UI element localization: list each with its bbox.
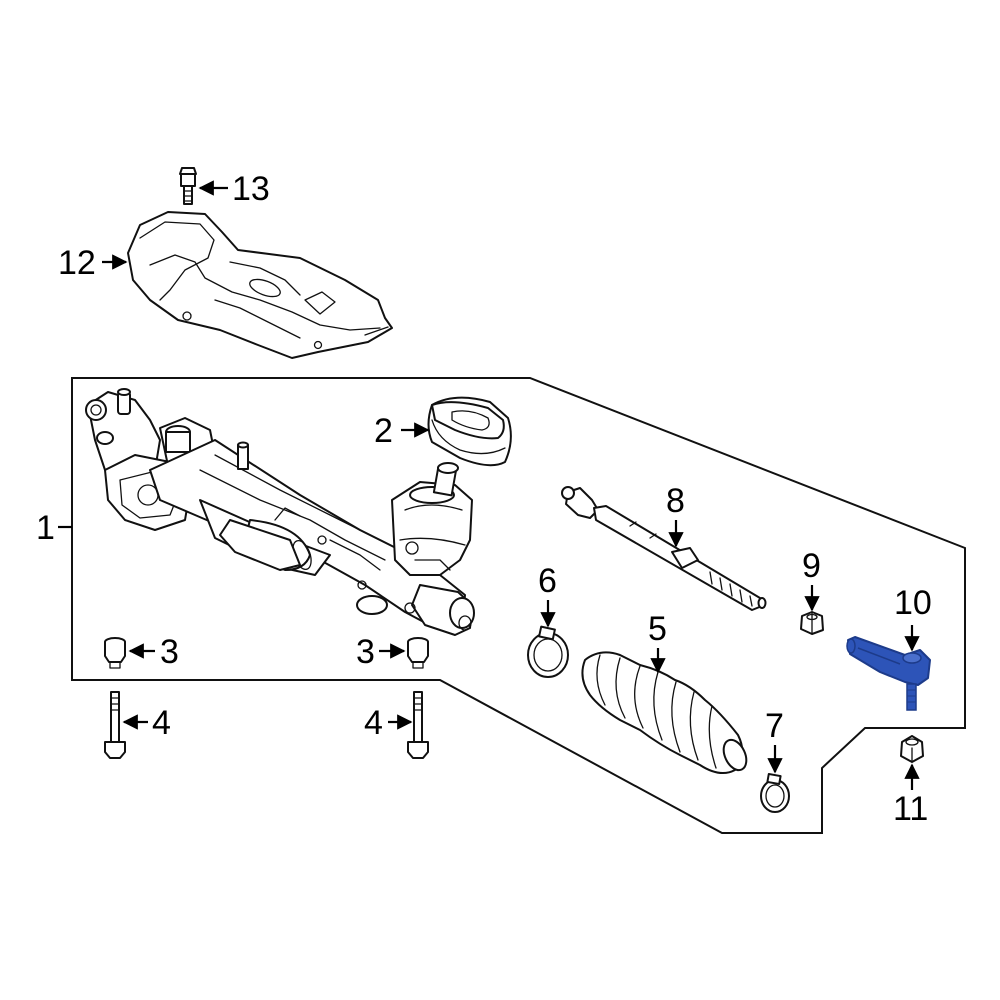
callout-labels: 13 12 1 2 3 3 4 4 8 6 5 9 10 7 11 <box>36 170 932 828</box>
inner-tie-rod[interactable] <box>561 486 767 611</box>
callout-3-left: 3 <box>160 633 179 671</box>
boot-clamp-inner[interactable] <box>527 625 569 678</box>
mounting-nut-right[interactable] <box>407 637 429 669</box>
jam-nut[interactable] <box>800 611 824 635</box>
callout-5: 5 <box>648 610 667 648</box>
callout-6: 6 <box>538 562 557 600</box>
mounting-bolt-left[interactable] <box>104 691 126 759</box>
callout-9: 9 <box>802 547 821 585</box>
callout-4-right: 4 <box>364 704 383 742</box>
callout-12: 12 <box>58 244 96 282</box>
rack-boot[interactable] <box>581 651 750 775</box>
mounting-bolt-right[interactable] <box>407 691 429 759</box>
callout-10: 10 <box>894 584 932 622</box>
assembly-outline <box>71 377 966 834</box>
callout-1: 1 <box>36 509 55 547</box>
callout-4-left: 4 <box>152 704 171 742</box>
boot-clamp-outer[interactable] <box>760 773 790 813</box>
rack-grommet[interactable] <box>427 396 512 467</box>
callout-8: 8 <box>666 482 685 520</box>
callout-7: 7 <box>765 707 784 745</box>
heat-shield-bolt[interactable] <box>179 167 197 205</box>
tie-rod-end-nut[interactable] <box>900 735 924 763</box>
callout-13: 13 <box>232 170 270 208</box>
callout-11: 11 <box>893 790 928 828</box>
callout-3-right: 3 <box>356 633 375 671</box>
mounting-nut-left[interactable] <box>104 637 126 669</box>
outer-tie-rod-end[interactable] <box>846 636 931 711</box>
heat-shield[interactable] <box>127 211 393 359</box>
callout-2: 2 <box>374 412 393 450</box>
steering-gear-assembly[interactable] <box>85 388 475 636</box>
callout-arrows <box>58 180 920 790</box>
